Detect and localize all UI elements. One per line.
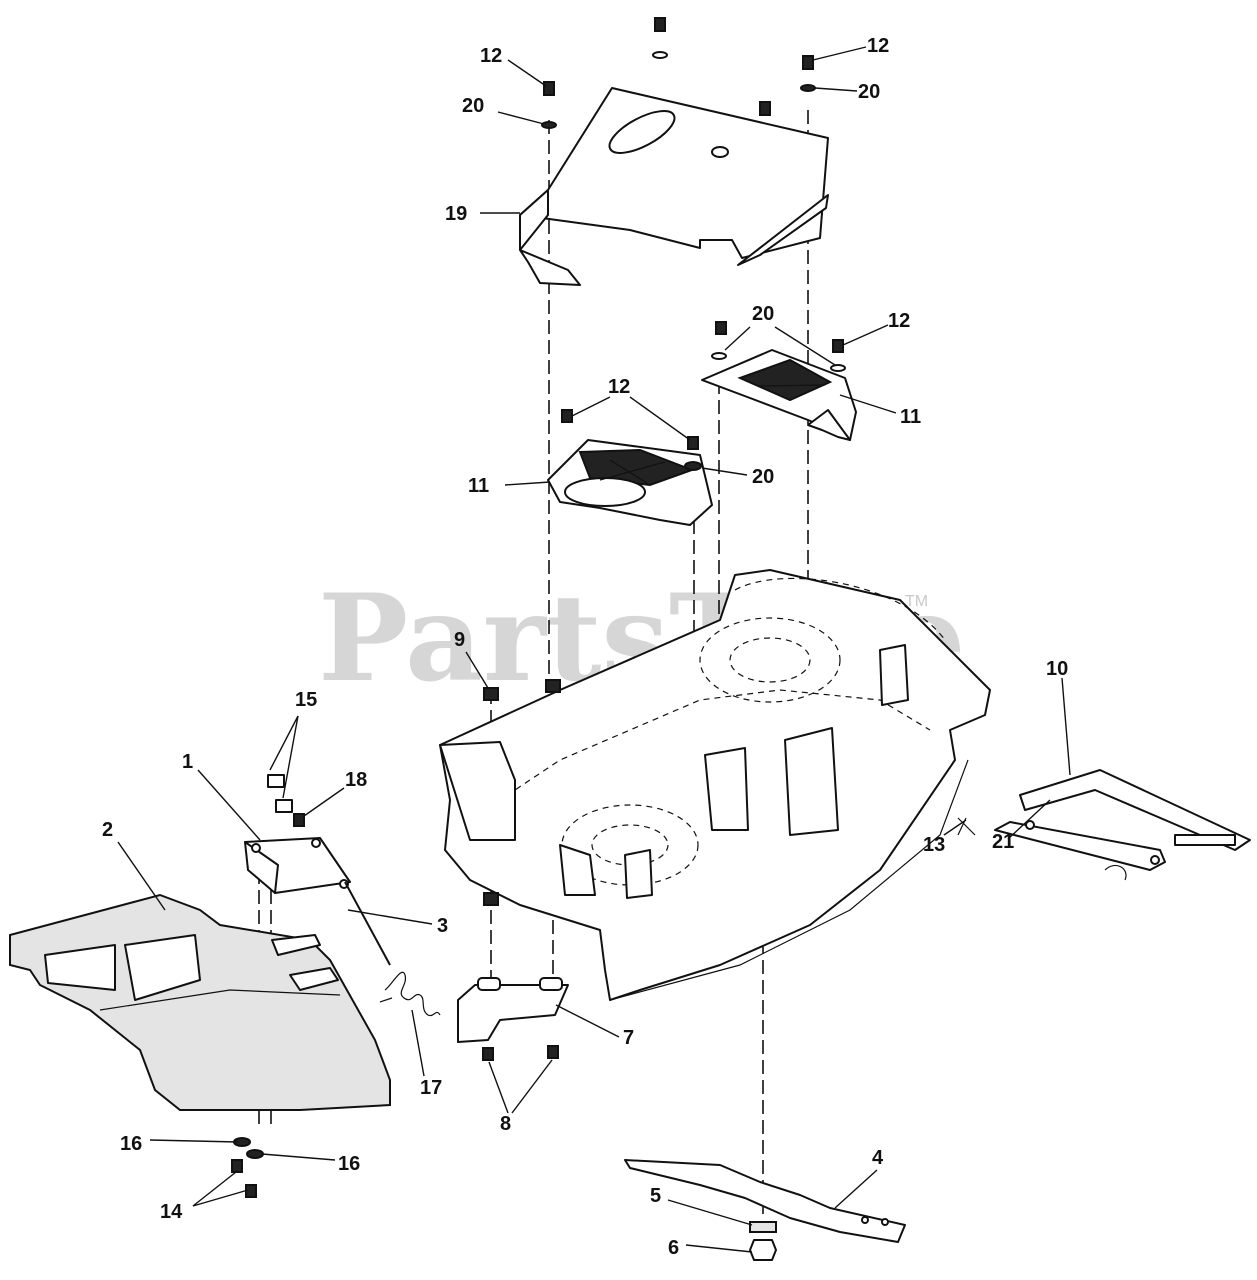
callout-7: 7 xyxy=(623,1027,634,1049)
bolt-14-a xyxy=(231,1159,243,1173)
callout-3: 3 xyxy=(437,915,448,937)
callout-20: 20 xyxy=(752,303,774,325)
nut-15-b xyxy=(275,799,293,813)
callout-5: 5 xyxy=(650,1185,661,1207)
deck-mount-bracket xyxy=(457,977,569,1043)
pin-10-clip xyxy=(1104,865,1127,881)
callouts: 12 20 12 20 19 20 12 11 12 20 11 9 15 18… xyxy=(102,35,1068,1259)
washer-20-e xyxy=(830,364,846,372)
washer-20-c xyxy=(652,51,668,59)
callout-21: 21 xyxy=(992,831,1014,853)
callout-16: 16 xyxy=(120,1133,142,1155)
nut-6 xyxy=(749,1239,777,1261)
bolt-12-top-left xyxy=(543,81,555,96)
nut-9-lower xyxy=(483,892,499,906)
callout-19: 19 xyxy=(445,203,467,225)
callout-10: 10 xyxy=(1046,658,1068,680)
washer-5 xyxy=(749,1221,777,1233)
callout-12: 12 xyxy=(608,376,630,398)
callout-12: 12 xyxy=(888,310,910,332)
bolt-8-left xyxy=(482,1047,494,1061)
hinge-rod xyxy=(344,881,391,966)
bolt-8-right xyxy=(547,1045,559,1059)
nut-9-left xyxy=(545,679,561,693)
callout-8: 8 xyxy=(500,1113,511,1135)
washer-20-f xyxy=(684,461,702,471)
watermark-trademark: TM xyxy=(905,593,928,610)
pulley-cover-left xyxy=(547,439,713,526)
torsion-spring xyxy=(379,971,441,1017)
callout-12: 12 xyxy=(867,35,889,57)
washer-16-b xyxy=(246,1149,264,1159)
washer-20-d xyxy=(711,352,727,360)
bolt-12-right-cover-2 xyxy=(715,321,727,335)
belt-cover xyxy=(519,87,829,286)
pulley-cover-right xyxy=(701,349,857,441)
nut-9-top xyxy=(483,687,499,701)
callout-15: 15 xyxy=(295,689,317,711)
washer-20-a xyxy=(541,121,557,129)
callout-4: 4 xyxy=(872,1147,884,1169)
callout-2: 2 xyxy=(102,819,113,841)
callout-17: 17 xyxy=(420,1077,442,1099)
callout-16: 16 xyxy=(338,1153,360,1175)
bolt-12-cover xyxy=(759,101,771,116)
callout-18: 18 xyxy=(345,769,367,791)
chute-bracket xyxy=(244,837,351,894)
bolt-18 xyxy=(293,813,305,827)
mower-blade xyxy=(624,1159,906,1243)
callout-20: 20 xyxy=(462,95,484,117)
leader-lines xyxy=(117,46,1071,1253)
callout-6: 6 xyxy=(668,1237,679,1259)
bolt-12-top-center xyxy=(654,17,666,32)
callout-11: 11 xyxy=(468,475,489,497)
callout-14: 14 xyxy=(160,1201,183,1223)
callout-11: 11 xyxy=(900,406,921,428)
bolt-14-b xyxy=(245,1184,257,1198)
bolt-12-top-right xyxy=(802,55,814,70)
bolt-12-right-cover xyxy=(832,339,844,353)
washer-20-b xyxy=(800,84,816,92)
callout-9: 9 xyxy=(454,629,465,651)
hardware xyxy=(231,17,1127,1261)
bolt-12-mid-left xyxy=(561,409,573,423)
pin-13 xyxy=(957,817,976,836)
callout-20: 20 xyxy=(858,81,880,103)
nut-15-a xyxy=(267,774,285,788)
discharge-chute xyxy=(9,893,391,1111)
trim-hitch xyxy=(994,769,1251,871)
callout-1: 1 xyxy=(182,751,193,773)
callout-20: 20 xyxy=(752,466,774,488)
callout-13: 13 xyxy=(923,834,945,856)
callout-12: 12 xyxy=(480,45,502,67)
bolt-12-mid-right xyxy=(687,436,699,450)
